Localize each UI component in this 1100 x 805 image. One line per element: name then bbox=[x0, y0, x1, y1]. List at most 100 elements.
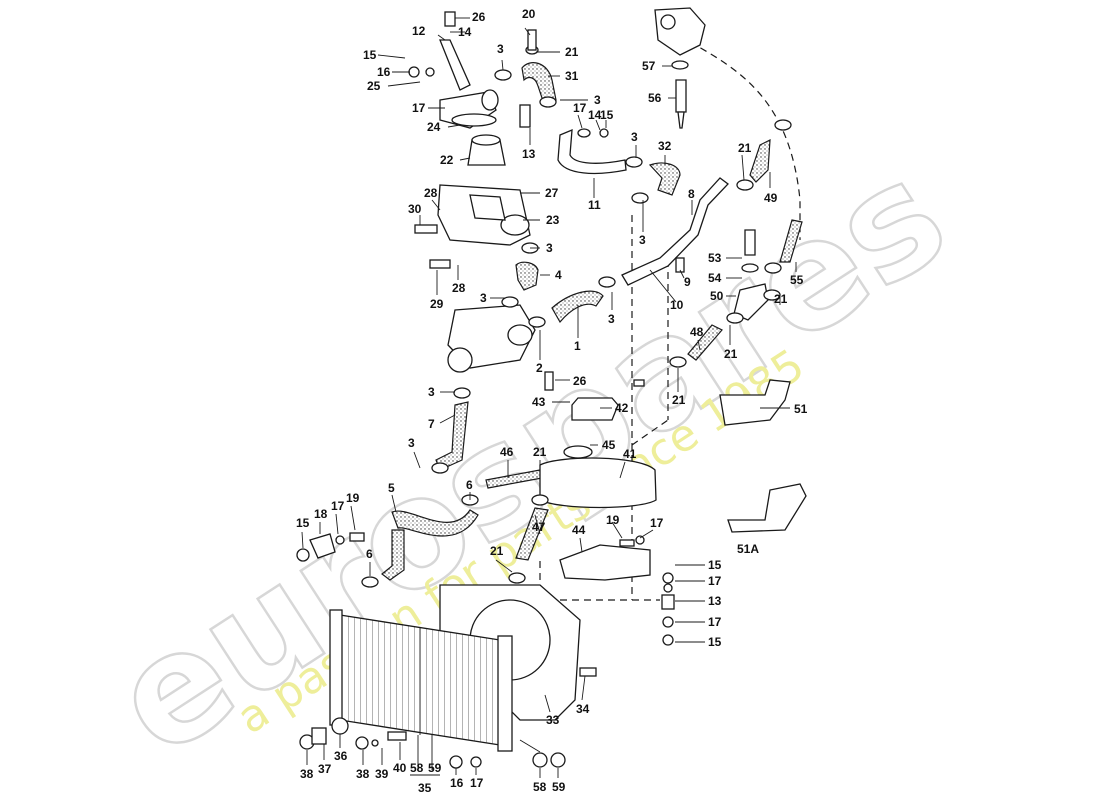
callout-label: 50 bbox=[710, 289, 724, 303]
callout-label: 13 bbox=[522, 147, 536, 161]
cap-45 bbox=[563, 445, 593, 459]
thermostat bbox=[467, 134, 506, 166]
callout-label: 10 bbox=[670, 298, 684, 312]
callout-label: 21 bbox=[490, 544, 504, 558]
thermostat-housing-cover bbox=[439, 39, 499, 129]
callout-label: 15 bbox=[363, 48, 377, 62]
hose-6 bbox=[381, 529, 405, 581]
callout-label: 54 bbox=[708, 271, 722, 285]
callout-label: 29 bbox=[430, 297, 444, 311]
callout-label: 15 bbox=[600, 108, 614, 122]
callout-label: 21 bbox=[774, 292, 788, 306]
pipe-11 bbox=[557, 128, 627, 175]
callout-label: 45 bbox=[602, 438, 616, 452]
callout-label: 36 bbox=[334, 749, 348, 763]
callout-label: 16 bbox=[377, 65, 391, 79]
callout-label: 8 bbox=[688, 187, 695, 201]
callout-label: 7 bbox=[428, 417, 435, 431]
callout-label: 19 bbox=[346, 491, 360, 505]
mounting-bracket bbox=[559, 544, 651, 581]
callout-label: 51 bbox=[794, 402, 808, 416]
callout-label: 43 bbox=[532, 395, 546, 409]
callout-label: 5 bbox=[388, 481, 395, 495]
callout-label: 17 bbox=[650, 516, 664, 530]
callout-label: 17 bbox=[470, 776, 484, 790]
callout-label: 23 bbox=[546, 213, 560, 227]
callout-label: 14 bbox=[588, 108, 602, 122]
callout-label: 58 bbox=[533, 780, 547, 794]
temperature-switch bbox=[741, 229, 759, 273]
callout-label: 6 bbox=[366, 547, 373, 561]
callout-label: 11 bbox=[588, 198, 601, 212]
callout-label: 51A bbox=[737, 542, 759, 556]
callout-label: 56 bbox=[648, 91, 662, 105]
callout-label: 55 bbox=[790, 273, 804, 287]
callout-label: 59 bbox=[552, 780, 566, 794]
callout-label: 33 bbox=[546, 713, 560, 727]
callout-label: 44 bbox=[572, 523, 586, 537]
callout-label: 47 bbox=[532, 520, 546, 534]
callout-label: 22 bbox=[440, 153, 454, 167]
callout-label: 38 bbox=[300, 767, 314, 781]
leader-lines bbox=[301, 17, 797, 778]
callout-label: 21 bbox=[738, 141, 752, 155]
hose-1 bbox=[551, 290, 604, 324]
water-pump bbox=[447, 304, 536, 373]
callout-label: 39 bbox=[375, 767, 389, 781]
hose-47 bbox=[515, 507, 549, 561]
callout-label: 15 bbox=[708, 635, 722, 649]
callout-label: 15 bbox=[708, 558, 722, 572]
callout-label: 19 bbox=[606, 513, 620, 527]
callout-label: 26 bbox=[472, 10, 486, 24]
callout-label: 31 bbox=[565, 69, 579, 83]
callout-label: 17 bbox=[708, 574, 722, 588]
hose-32 bbox=[648, 162, 681, 196]
coolant-pipes bbox=[557, 128, 807, 533]
callout-label: 17 bbox=[412, 101, 426, 115]
callout-label: 48 bbox=[690, 325, 704, 339]
callout-label: 3 bbox=[608, 312, 615, 326]
o-ring-24 bbox=[451, 113, 497, 127]
callout-label: 2 bbox=[536, 361, 543, 375]
callout-label: 4 bbox=[555, 268, 562, 282]
callout-label: 30 bbox=[408, 202, 422, 216]
callout-label: 41 bbox=[623, 447, 637, 461]
callout-label: 21 bbox=[565, 45, 579, 59]
callout-label: 15 bbox=[296, 516, 310, 530]
callout-label: 42 bbox=[615, 401, 629, 415]
callout-label: 3 bbox=[639, 233, 646, 247]
small-hardware bbox=[296, 11, 792, 769]
callout-label: 35 bbox=[418, 781, 432, 795]
callout-label: 6 bbox=[466, 478, 473, 492]
hose-48 bbox=[687, 324, 723, 361]
callout-label: 59 bbox=[428, 761, 442, 775]
callout-label: 3 bbox=[428, 385, 435, 399]
callout-label: 17 bbox=[331, 499, 345, 513]
hose-55 bbox=[779, 219, 803, 263]
callout-label: 3 bbox=[594, 93, 601, 107]
callout-label: 25 bbox=[367, 79, 381, 93]
callout-label: 24 bbox=[427, 120, 441, 134]
union-50 bbox=[733, 283, 769, 321]
hose-4 bbox=[515, 261, 539, 291]
callout-label: 28 bbox=[452, 281, 466, 295]
callout-label: 27 bbox=[545, 186, 559, 200]
callout-label: 21 bbox=[724, 347, 738, 361]
pipe-51 bbox=[719, 379, 791, 426]
pipe-8 bbox=[621, 177, 729, 286]
pipe-51A bbox=[727, 483, 807, 533]
callout-label: 3 bbox=[408, 436, 415, 450]
hose-49 bbox=[749, 138, 771, 183]
callout-label: 14 bbox=[458, 25, 472, 39]
callout-label: 21 bbox=[672, 393, 686, 407]
thermostat-housing bbox=[437, 184, 531, 246]
callout-labels: 26 20 12 14 3 21 15 16 31 57 17 3 56 25 … bbox=[296, 7, 808, 795]
callout-label: 13 bbox=[708, 594, 722, 608]
callout-label: 16 bbox=[450, 776, 464, 790]
callout-label: 1 bbox=[574, 339, 581, 353]
hose-5 bbox=[391, 509, 479, 537]
sensor-56 bbox=[675, 79, 687, 113]
callout-label: 38 bbox=[356, 767, 370, 781]
callout-label: 17 bbox=[573, 101, 587, 115]
